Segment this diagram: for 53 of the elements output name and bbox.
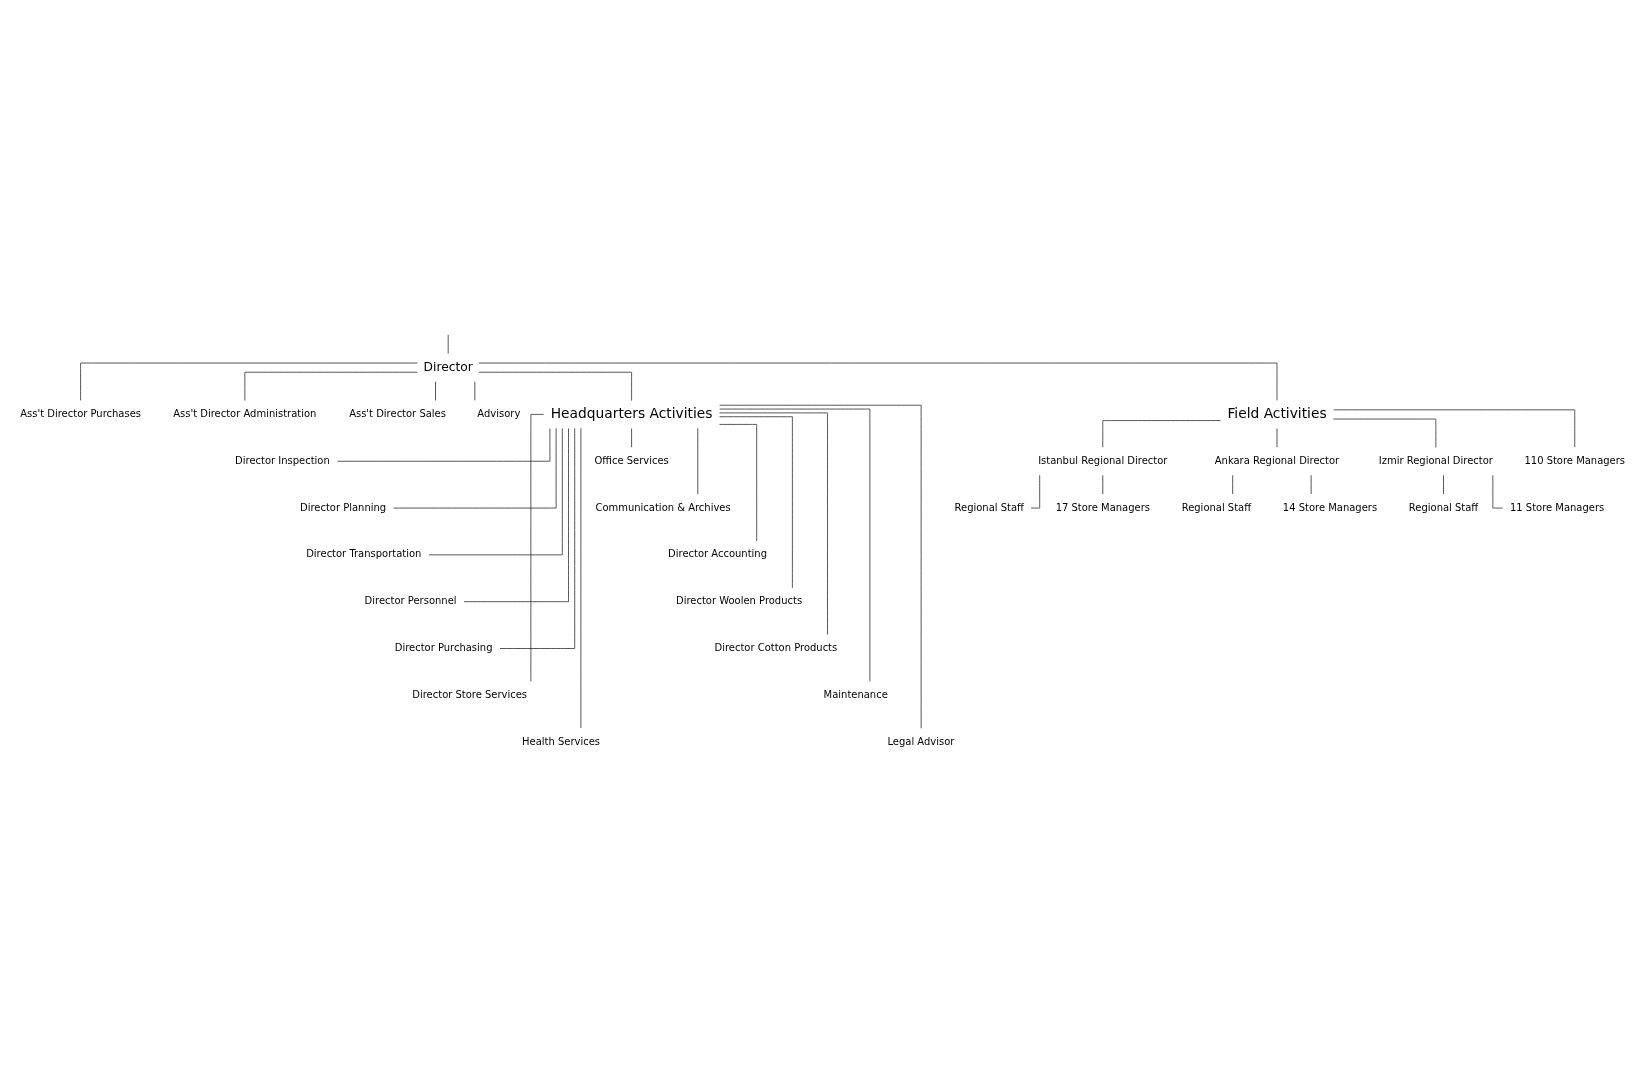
connector	[428, 427, 563, 555]
node-text: 110 Store Managers	[1524, 454, 1626, 466]
node-text: Health Services	[522, 735, 600, 747]
node-text: Ankara Regional Director	[1214, 454, 1340, 466]
node-text: Ass't Director Purchases	[20, 407, 141, 419]
node-text: Maintenance	[823, 688, 888, 700]
node-text: Director	[423, 359, 473, 374]
connector	[1232, 474, 1234, 494]
connector	[1333, 408, 1576, 448]
connector	[337, 427, 551, 462]
node-text: Director Purchasing	[394, 641, 493, 653]
node-text: Advisory	[477, 407, 521, 419]
node-text: Ass't Director Sales	[349, 407, 446, 419]
node-text: Office Services	[594, 454, 669, 466]
node-text: Ass't Director Administration	[173, 407, 317, 419]
connector	[80, 362, 418, 401]
node-text: Director Personnel	[364, 594, 457, 606]
connector	[719, 415, 793, 588]
node-text: Director Store Services	[412, 688, 528, 700]
connector	[393, 427, 557, 508]
node-text: Regional Staff	[1408, 501, 1479, 513]
node-text: Director Planning	[299, 501, 387, 513]
node-text: Director Transportation	[306, 547, 422, 559]
node-text: Director Woolen Products	[675, 594, 803, 606]
node-text: Director Inspection	[235, 454, 330, 466]
node-text: Director Accounting	[668, 547, 767, 559]
connector	[530, 413, 545, 682]
connector	[499, 427, 576, 649]
node-text: Istanbul Regional Director	[1038, 454, 1168, 466]
connector	[463, 427, 569, 602]
node-text: Headquarters Activities	[550, 404, 713, 421]
connector	[719, 412, 828, 635]
connector	[244, 371, 418, 401]
node-text: Field Activities	[1227, 404, 1327, 421]
node-text: 17 Store Managers	[1055, 501, 1150, 513]
connector	[1030, 474, 1041, 508]
connector	[435, 380, 436, 401]
connector	[719, 404, 922, 729]
connector	[1333, 418, 1437, 448]
node-text: Communication & Archives	[595, 501, 731, 513]
connector	[1102, 419, 1221, 448]
node-text: Regional Staff	[954, 501, 1024, 513]
connector	[631, 427, 632, 448]
connector	[719, 408, 871, 682]
node-text: Director Cotton Products	[714, 641, 838, 653]
node-text: 14 Store Managers	[1282, 501, 1378, 513]
node-text: 11 Store Managers	[1509, 501, 1605, 513]
connector	[1443, 474, 1444, 494]
connector	[719, 423, 758, 541]
node-text: Regional Staff	[1181, 501, 1252, 513]
connector	[478, 371, 632, 401]
node-text: Legal Advisor	[887, 735, 955, 747]
node-text: Izmir Regional Director	[1378, 454, 1493, 466]
